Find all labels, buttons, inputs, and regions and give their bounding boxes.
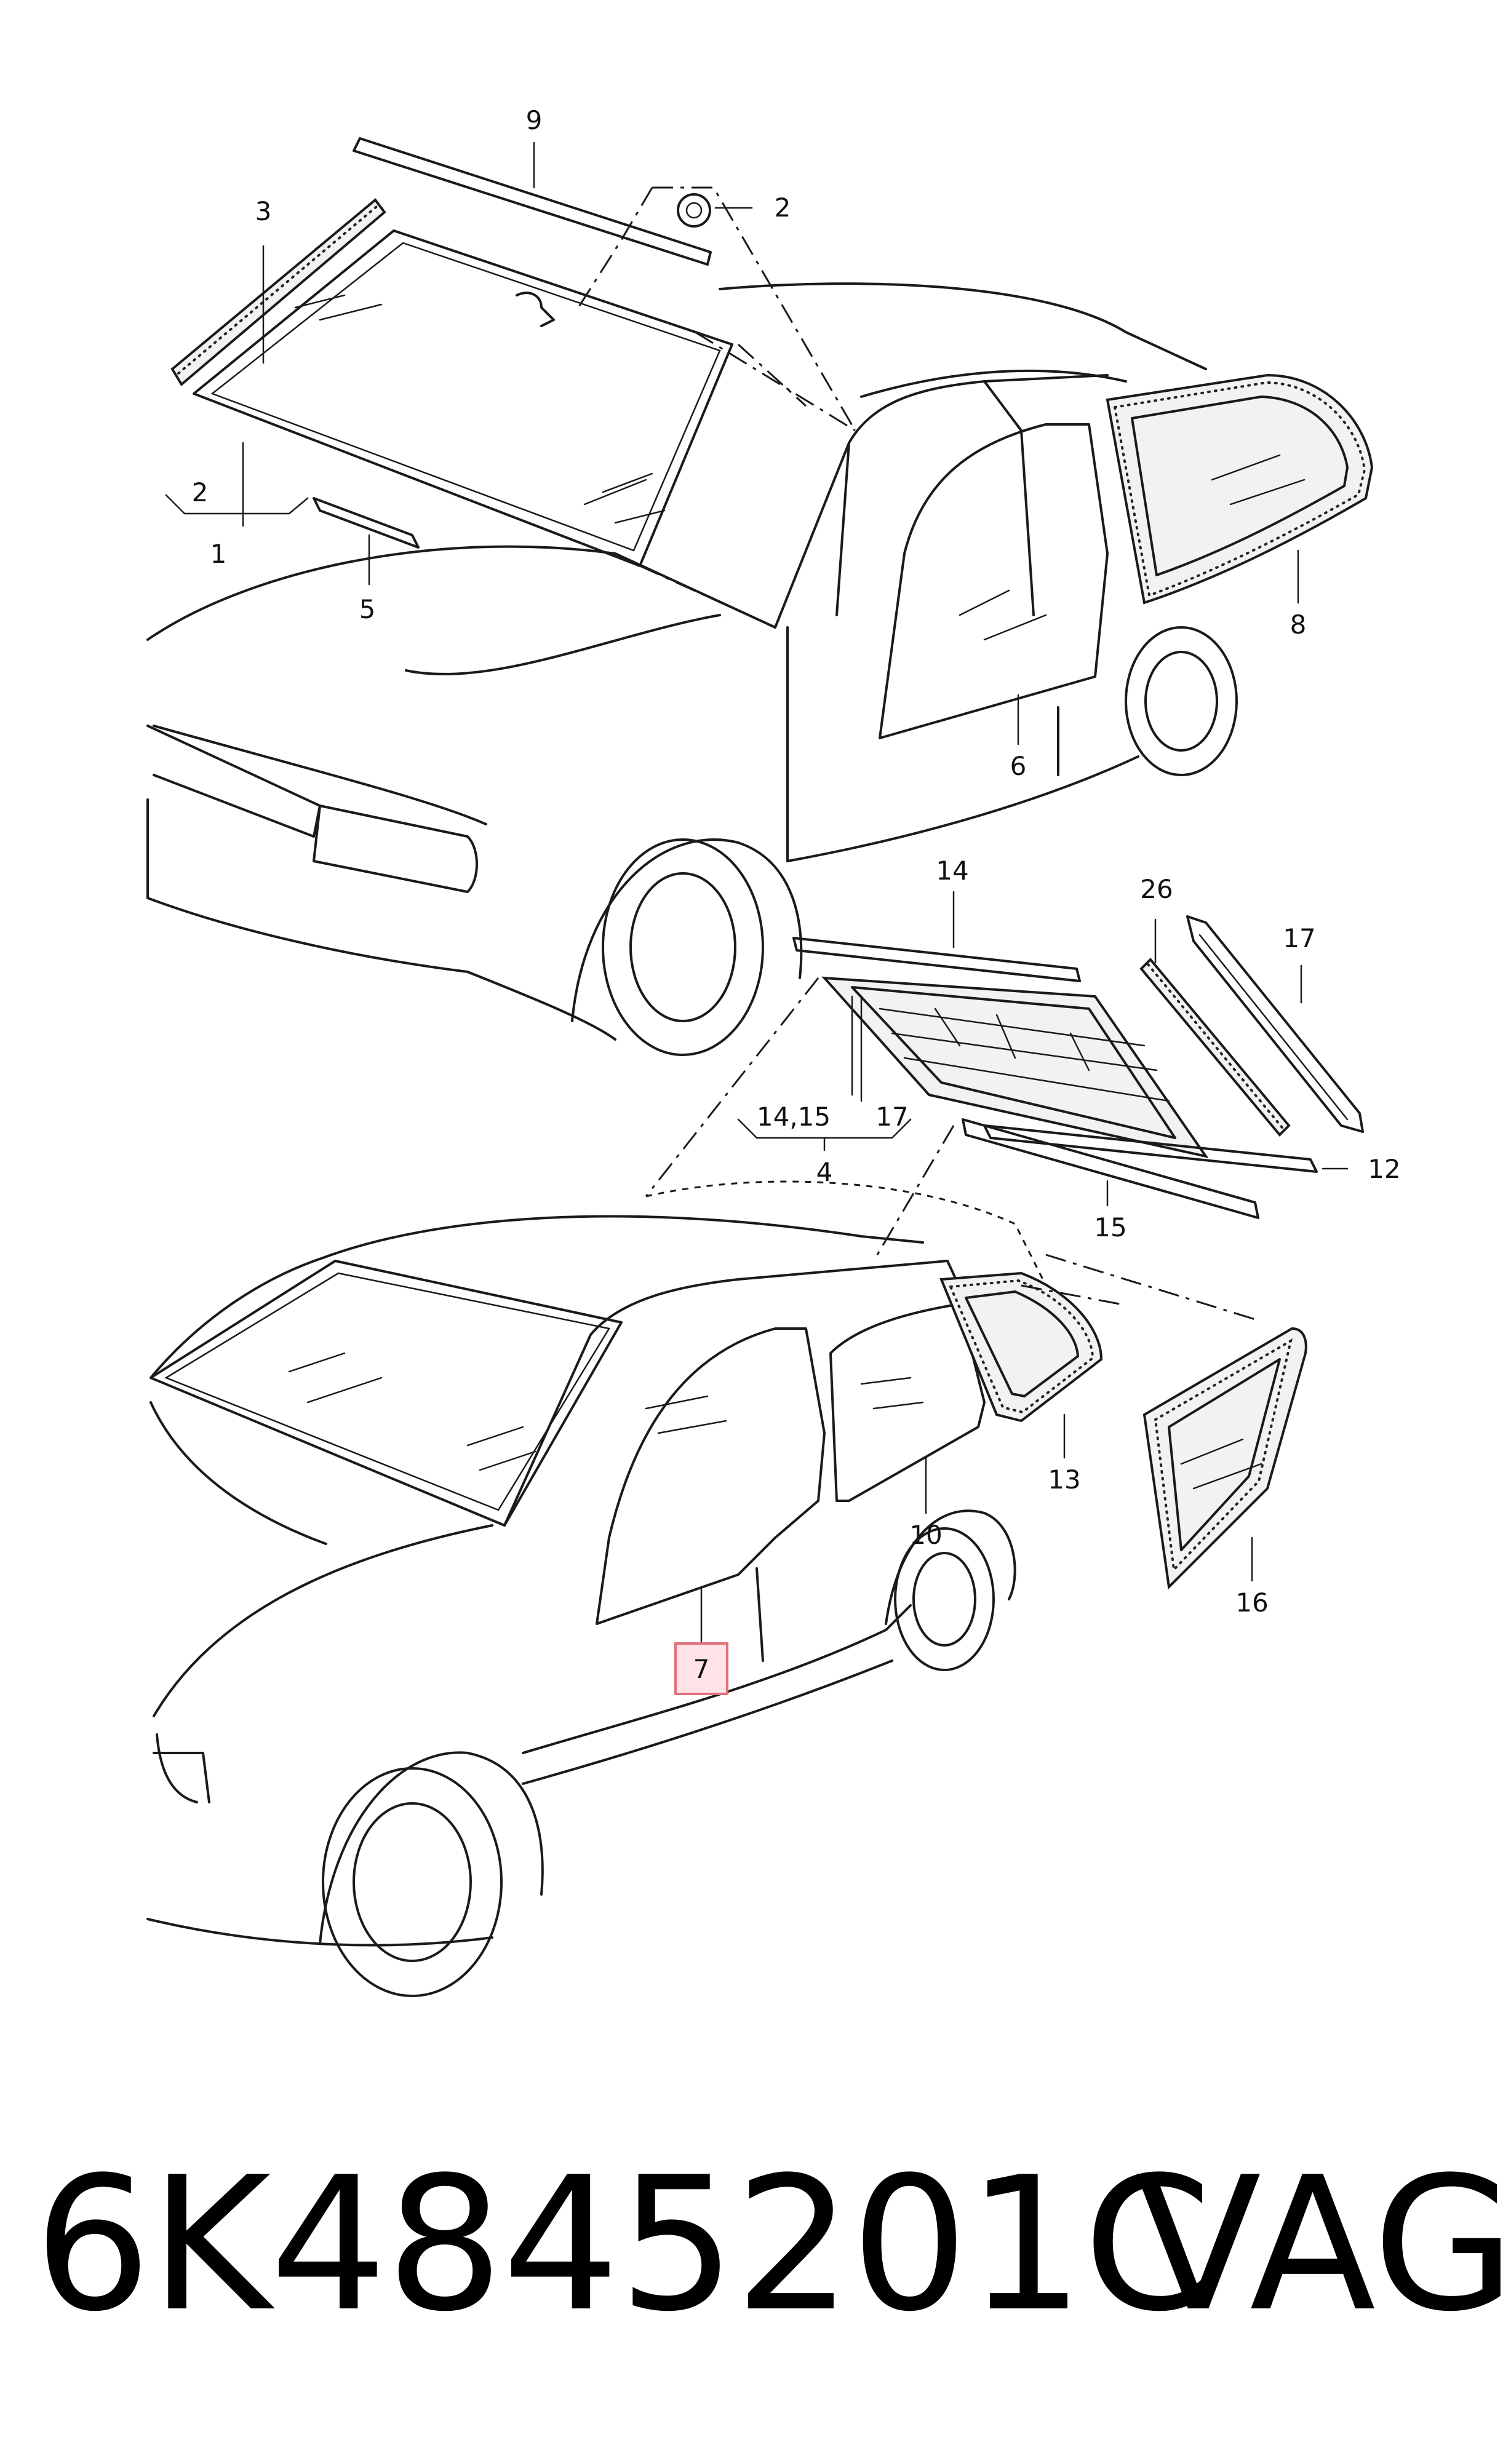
callout-6: 6	[1010, 751, 1027, 781]
callout-12: 12	[1368, 1154, 1400, 1184]
callout-labels: 9 2 3 2 1 5 8 6 14 26 17 14,15 17 4 12 1…	[192, 105, 1401, 1695]
callout-17-left: 17	[875, 1102, 908, 1132]
callout-14: 14	[936, 856, 968, 886]
callout-14-15: 14,15	[757, 1102, 831, 1132]
callout-10: 10	[909, 1520, 942, 1550]
brand-label: VAG	[1135, 2137, 1511, 2352]
lower-car-drawing	[146, 1180, 1307, 1997]
callout-16: 16	[1235, 1588, 1268, 1618]
callout-4: 4	[816, 1157, 833, 1187]
callout-2-left: 2	[192, 477, 209, 507]
callout-leaders	[165, 141, 1349, 1643]
callout-3: 3	[255, 196, 272, 226]
callout-8: 8	[1290, 610, 1307, 640]
parts-diagram: 9 2 3 2 1 5 8 6 14 26 17 14,15 17 4 12 1…	[146, 105, 1401, 1997]
callout-15: 15	[1094, 1212, 1126, 1242]
callout-17-right: 17	[1283, 923, 1315, 953]
callout-7: 7	[693, 1654, 710, 1684]
callout-7-highlight	[674, 1642, 728, 1695]
rear-window-exploded	[645, 915, 1364, 1262]
callout-1: 1	[210, 539, 227, 569]
callout-26: 26	[1140, 874, 1173, 904]
callout-13: 13	[1048, 1464, 1080, 1495]
callout-5: 5	[359, 594, 376, 624]
part-number: 6K4845201C	[34, 2137, 1212, 2352]
callout-2-top: 2	[775, 193, 791, 223]
upper-car-drawing	[146, 137, 1374, 1056]
callout-9: 9	[526, 105, 543, 135]
